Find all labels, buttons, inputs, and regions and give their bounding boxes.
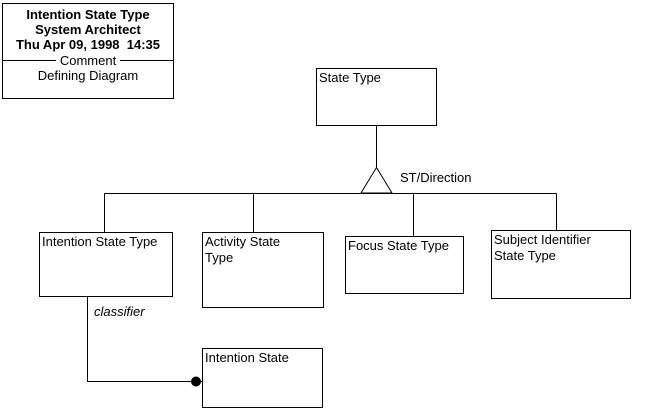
edge-classifier xyxy=(87,296,202,382)
node-focus-state-type[interactable]: Focus State Type xyxy=(345,236,464,294)
node-intention-state[interactable]: Intention State xyxy=(202,348,323,408)
classifier-dot-icon xyxy=(191,376,201,387)
node-label: Intention State xyxy=(205,350,289,365)
node-state-type[interactable]: State Type xyxy=(316,68,437,126)
stamp-comment: Defining Diagram xyxy=(37,68,139,83)
node-label: Focus State Type xyxy=(348,238,449,253)
diagram-stamp: Intention State Type System Architect Th… xyxy=(2,3,174,99)
node-label: Intention State Type xyxy=(42,234,158,249)
stamp-datetime: Thu Apr 09, 1998 14:35 xyxy=(15,37,161,52)
stamp-section-label: Comment xyxy=(59,53,117,68)
stamp-comment-divider: Comment xyxy=(3,53,173,68)
node-label: State Type xyxy=(319,70,381,85)
generalization-label[interactable]: ST/Direction xyxy=(400,170,472,185)
classifier-label[interactable]: classifier xyxy=(94,304,145,319)
generalization-triangle-icon xyxy=(360,166,393,194)
node-intention-state-type[interactable]: Intention State Type xyxy=(39,232,173,297)
stamp-subtitle: System Architect xyxy=(35,22,141,37)
node-subject-identifier-state-type[interactable]: Subject Identifier State Type xyxy=(491,230,631,299)
node-label: Subject Identifier State Type xyxy=(494,232,591,263)
stamp-title: Intention State Type xyxy=(26,7,150,22)
node-activity-state-type[interactable]: Activity State Type xyxy=(202,232,324,308)
node-label: Activity State Type xyxy=(205,234,281,265)
